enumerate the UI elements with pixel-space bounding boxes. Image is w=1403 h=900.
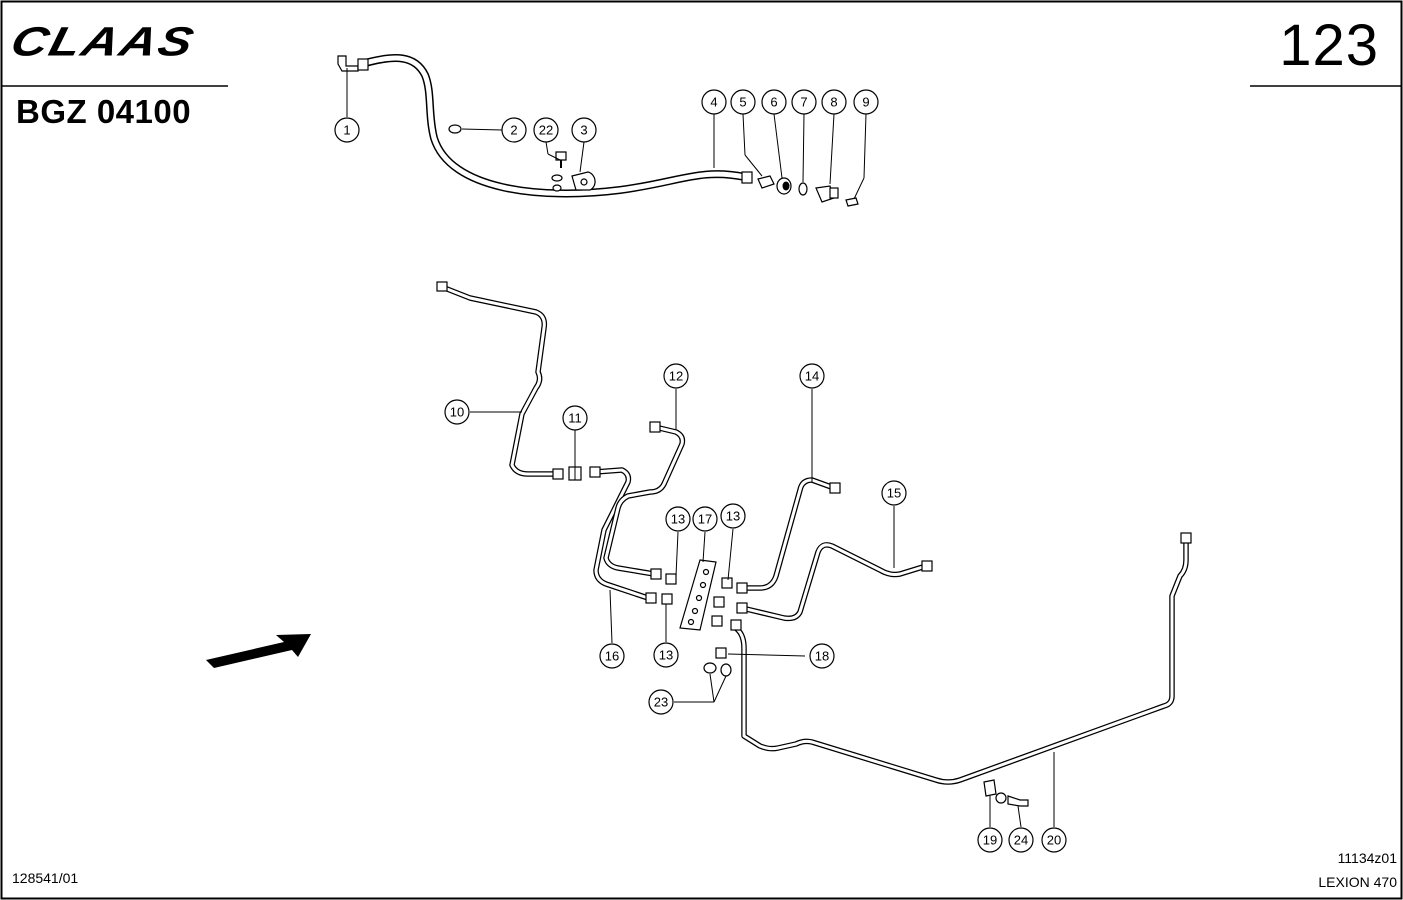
callout-13-upper-right: 13 — [720, 503, 746, 529]
machine-model: LEXION 470 — [1318, 874, 1397, 890]
nut — [720, 663, 732, 677]
callout-label: 2 — [510, 123, 517, 138]
washer — [995, 792, 1007, 804]
callout-label: 13 — [659, 648, 673, 663]
document-number: 128541/01 — [12, 870, 79, 886]
callout-13-lower: 13 — [653, 642, 679, 668]
callout-24: 24 — [1008, 827, 1034, 853]
pipe-nut — [589, 466, 601, 478]
callout-1: 1 — [334, 117, 360, 143]
pipe-nut — [736, 582, 748, 594]
pipe-nut — [921, 560, 933, 572]
callout-3: 3 — [571, 117, 597, 143]
callout-15: 15 — [881, 480, 907, 506]
callout-23: 23 — [648, 689, 674, 715]
drawing-code: 11134z01 — [1337, 850, 1397, 866]
leader-lines — [346, 68, 1055, 828]
elbow-fitting — [337, 55, 359, 72]
callout-label: 9 — [862, 95, 869, 110]
callout-6: 6 — [761, 89, 787, 115]
distributor-block-body — [679, 559, 717, 631]
callout-label: 20 — [1047, 833, 1061, 848]
washer — [551, 174, 563, 182]
callout-11: 11 — [562, 405, 588, 431]
travel-direction-arrow-icon — [206, 634, 311, 668]
hose-end-nut — [357, 58, 369, 71]
pipe-nut — [730, 619, 742, 631]
callout-13-upper-left: 13 — [665, 506, 691, 532]
nut — [552, 184, 562, 192]
pipe-nut — [645, 592, 657, 604]
pipe-nut — [1180, 532, 1192, 544]
washer — [703, 662, 717, 674]
callout-label: 1 — [343, 123, 350, 138]
bolt-head — [555, 151, 567, 161]
hose-end-nut — [741, 171, 753, 184]
callout-4: 4 — [701, 89, 727, 115]
distributor-block — [661, 559, 733, 677]
pipe-nut — [436, 281, 448, 292]
pipe-clip — [983, 779, 997, 797]
adapter-fitting — [757, 175, 775, 189]
callout-label: 4 — [710, 95, 717, 110]
group-code: BGZ 04100 — [16, 93, 192, 130]
callout-label: 22 — [539, 123, 553, 138]
fitting — [721, 577, 733, 589]
callout-16: 16 — [599, 643, 625, 669]
fitting — [711, 615, 723, 627]
page-number: 123 — [1279, 13, 1379, 78]
pipe-nut — [649, 421, 661, 433]
seal-ring — [798, 182, 808, 196]
callout-label: 16 — [605, 649, 619, 664]
callout-label: 6 — [770, 95, 777, 110]
callout-label: 15 — [887, 486, 901, 501]
callout-5: 5 — [730, 89, 756, 115]
callout-label: 8 — [830, 95, 837, 110]
pipe-nut — [650, 568, 662, 580]
pipe-nut — [552, 468, 564, 480]
callout-label: 3 — [580, 123, 587, 138]
pipe-nut — [829, 482, 841, 494]
callout-19: 19 — [977, 827, 1003, 853]
callout-2: 2 — [501, 117, 527, 143]
fitting — [713, 596, 725, 608]
hose-assembly-top — [337, 54, 859, 207]
callout-label: 24 — [1014, 833, 1028, 848]
callout-18: 18 — [809, 643, 835, 669]
callout-label: 19 — [983, 833, 997, 848]
callout-label: 5 — [739, 95, 746, 110]
callout-8: 8 — [821, 89, 847, 115]
callout-label: 12 — [669, 369, 683, 384]
callout-7: 7 — [791, 89, 817, 115]
callout-20: 20 — [1041, 827, 1067, 853]
callout-label: 13 — [671, 512, 685, 527]
callout-22: 22 — [533, 117, 559, 143]
callout-12: 12 — [663, 363, 689, 389]
small-screw — [845, 197, 859, 207]
fitting — [715, 647, 727, 659]
callout-label: 11 — [568, 411, 582, 426]
callout-label: 14 — [805, 369, 819, 384]
pipe-set — [436, 281, 1192, 785]
callout-17: 17 — [692, 506, 718, 532]
fitting — [661, 593, 673, 605]
callout-9: 9 — [853, 89, 879, 115]
fitting — [665, 573, 677, 585]
callout-label: 10 — [450, 405, 464, 420]
bolt — [1007, 795, 1029, 807]
hex-nut — [448, 124, 462, 134]
clip-assembly — [983, 779, 1029, 807]
pipe-nut — [736, 602, 748, 614]
callout-10: 10 — [444, 399, 470, 425]
callout-label: 7 — [800, 95, 807, 110]
callout-label: 13 — [726, 509, 740, 524]
callout-label: 17 — [698, 512, 712, 527]
callout-14: 14 — [799, 363, 825, 389]
callout-label: 18 — [815, 649, 829, 664]
callout-label: 23 — [654, 695, 668, 710]
